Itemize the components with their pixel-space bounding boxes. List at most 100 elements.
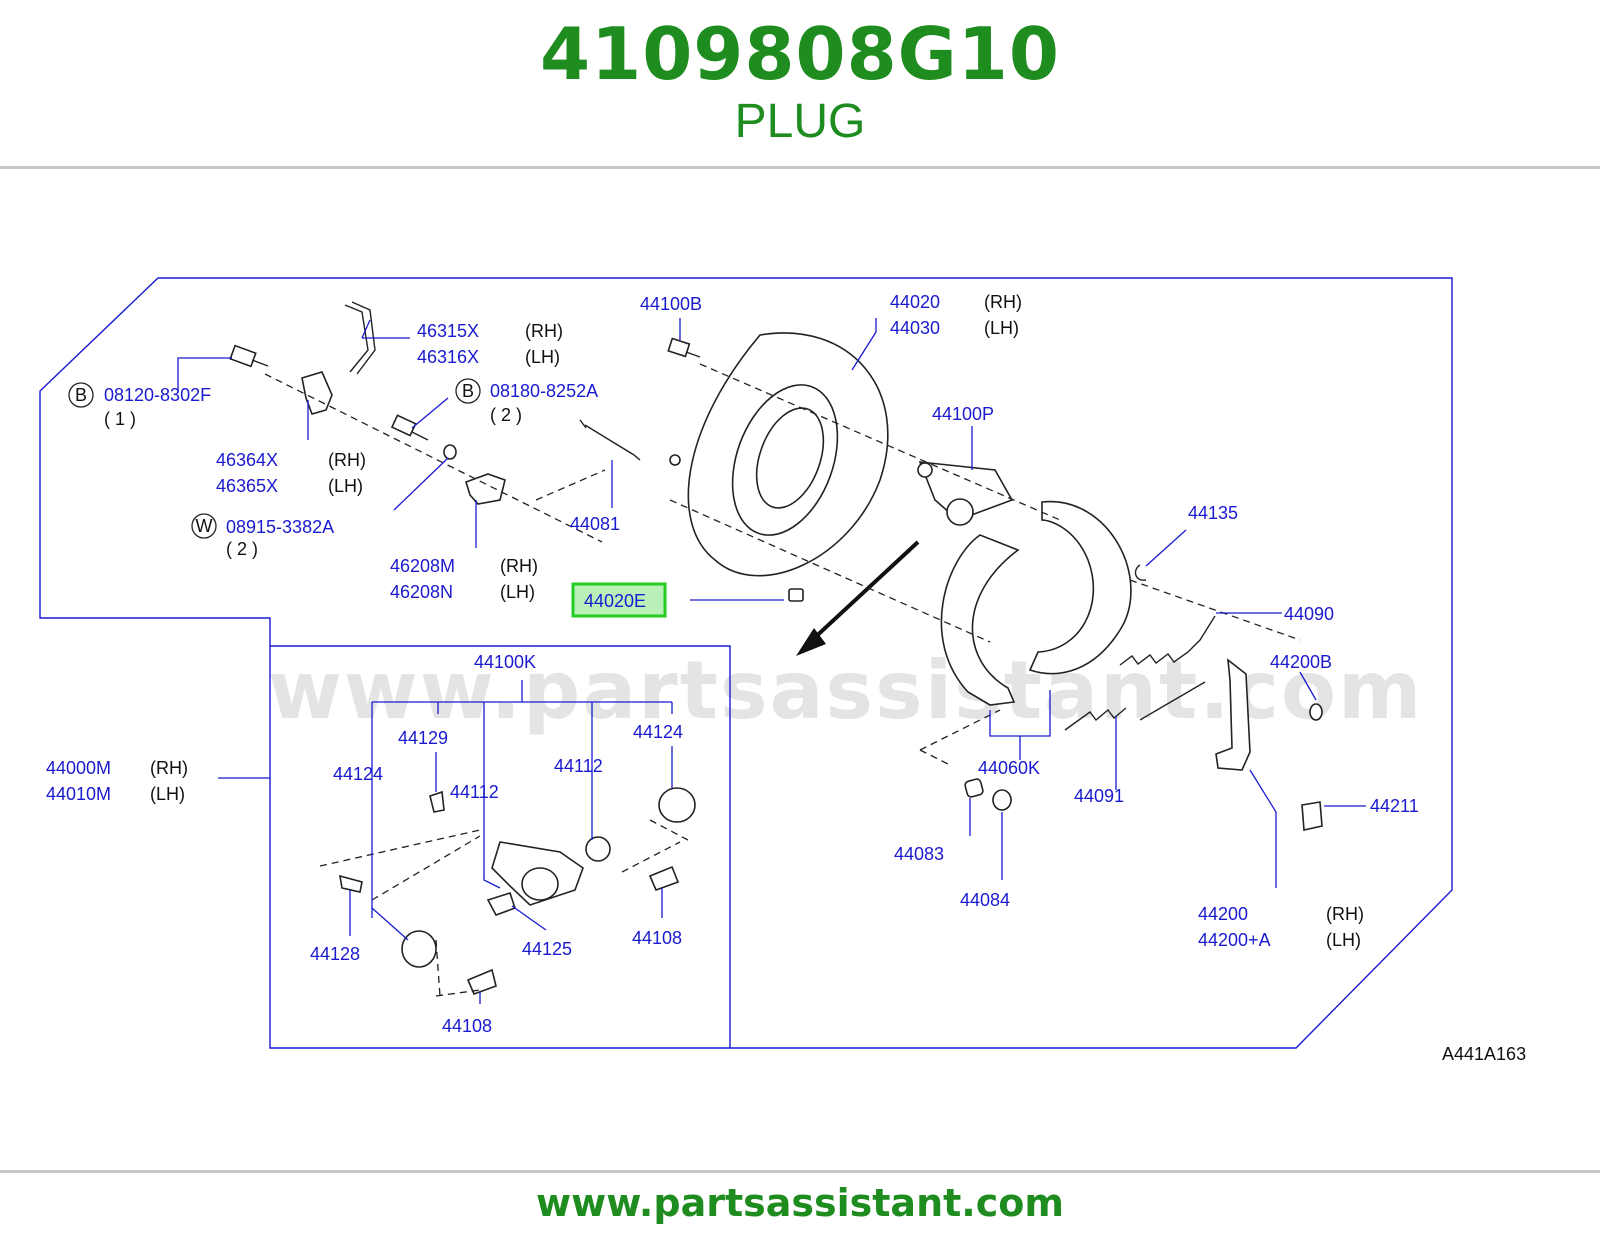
piston-44108-bottom-drawing [466,968,497,996]
side-46208N: (LH) [500,582,535,602]
label-44081[interactable]: 44081 [570,514,620,534]
exploded-view-arrow [796,540,920,656]
boot-44124-left-drawing [401,930,437,968]
label-44124-left[interactable]: 44124 [333,764,383,784]
label-44100P[interactable]: 44100P [932,404,994,424]
label-46364X[interactable]: 46364X [216,450,278,470]
label-46315X[interactable]: 46315X [417,321,479,341]
side-44020: (RH) [984,292,1022,312]
leader-44135 [1145,529,1187,567]
assembly-line-7 [319,829,481,901]
side-46364X: (RH) [328,450,366,470]
label-44135[interactable]: 44135 [1188,503,1238,523]
assembly-line-6 [919,709,1001,766]
label-44125[interactable]: 44125 [522,939,572,959]
label-44112-right[interactable]: 44112 [554,756,603,776]
label-44083[interactable]: 44083 [894,844,944,864]
assembly-line-4 [669,499,991,643]
label-46208N[interactable]: 46208N [390,582,453,602]
qty-08120: ( 1 ) [104,409,136,429]
label-08915-3382A[interactable]: 08915-3382A [226,517,334,537]
wheel-cylinder-inset-frame [270,645,731,1048]
footer-divider [0,1170,1600,1173]
leader-44020 [851,318,877,371]
bleeder-44129-drawing [429,790,445,813]
label-44100B[interactable]: 44100B [640,294,702,314]
label-44108-right[interactable]: 44108 [632,928,682,948]
label-44000M[interactable]: 44000M [46,758,111,778]
label-44100K[interactable]: 44100K [474,652,536,672]
part-44083-drawing [964,778,984,798]
cup-44112-drawing [585,836,611,862]
footer-url[interactable]: www.partsassistant.com [536,1181,1064,1225]
bolt-08180-drawing [390,414,429,441]
label-44084[interactable]: 44084 [960,890,1010,910]
side-46365X: (LH) [328,476,363,496]
assembly-line-3 [535,469,606,501]
leader-08915 [393,457,449,511]
label-44200[interactable]: 44200 [1198,904,1248,924]
washer-marker-08915: W [191,513,217,539]
brake-shoe-front-drawing [940,534,1020,706]
leader-44125 [511,905,547,931]
leader-08180 [411,397,449,429]
label-44200A[interactable]: 44200+A [1198,930,1271,950]
part-name-subtitle: PLUG [734,95,866,148]
label-44112-left[interactable]: 44112 [450,782,499,802]
pin-44081-drawing [579,419,641,461]
piston-44125-drawing [486,891,517,916]
leader-44200 [1249,769,1277,888]
label-44010M[interactable]: 44010M [46,784,111,804]
label-44060K[interactable]: 44060K [978,758,1040,778]
part-44084-drawing [992,789,1012,811]
svg-text:B: B [462,381,474,401]
boot-44124-right-drawing [658,787,696,823]
piston-44108-right-drawing [648,865,680,892]
label-08120-8302F[interactable]: 08120-8302F [104,385,211,405]
label-44020[interactable]: 44020 [890,292,940,312]
label-44091[interactable]: 44091 [1074,786,1124,806]
spring-44090-drawing [1119,615,1216,666]
bleeder-44128-drawing [339,874,363,893]
side-46208M: (RH) [500,556,538,576]
assembly-line-1 [264,373,603,543]
label-08180-8252A[interactable]: 08180-8252A [490,381,598,401]
plug-44020E-drawing [788,588,804,602]
label-44211[interactable]: 44211 [1370,796,1419,816]
assembly-line-2 [699,363,1061,521]
leader-44200B [1299,671,1317,701]
label-44020E[interactable]: 44020E [584,591,646,611]
assembly-line-5 [1129,579,1301,641]
clip-44135-drawing [1134,564,1147,581]
label-46316X[interactable]: 46316X [417,347,479,367]
wheel-cylinder-body-drawing [491,841,584,906]
label-44108-bottom[interactable]: 44108 [442,1016,492,1036]
label-44128[interactable]: 44128 [310,944,360,964]
leader-08120 [177,357,232,392]
backing-plate-drawing [669,332,889,577]
label-44030[interactable]: 44030 [890,318,940,338]
side-44200: (RH) [1326,904,1364,924]
side-44200A: (LH) [1326,930,1361,950]
header-divider [0,166,1600,169]
bracket-46364X-drawing [301,371,333,415]
bolt-marker-08180: B [455,378,481,404]
label-44090[interactable]: 44090 [1284,604,1334,624]
svg-text:W: W [196,516,213,536]
part-number-title: 4109808G10 [540,12,1060,96]
label-46365X[interactable]: 46365X [216,476,278,496]
washer-08915-drawing [443,444,457,460]
side-44000M: (RH) [150,758,188,778]
label-44129[interactable]: 44129 [398,728,448,748]
label-44124-right[interactable]: 44124 [633,722,683,742]
highlight-44020E-box [571,582,667,618]
label-46208M[interactable]: 46208M [390,556,455,576]
qty-08915: ( 2 ) [226,539,258,559]
label-44200B[interactable]: 44200B [1270,652,1332,672]
svg-text:B: B [75,385,87,405]
clip-44211-drawing [1301,801,1323,831]
leader-46315X [361,319,410,339]
side-44030: (LH) [984,318,1019,338]
bolt-44100B-drawing [667,337,701,358]
